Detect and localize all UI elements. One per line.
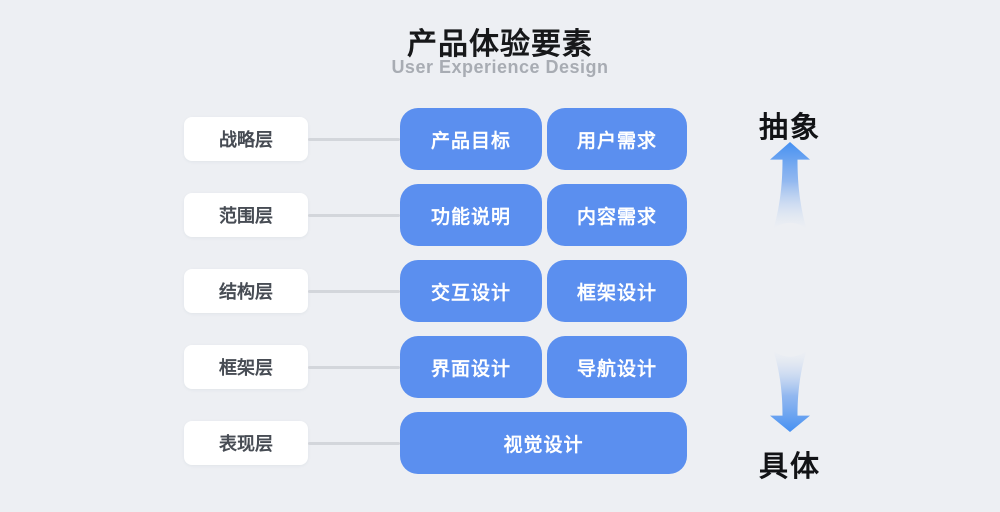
node-interface-design: 界面设计 xyxy=(400,336,542,398)
arrow-up-icon xyxy=(770,142,810,230)
layer-label-surface: 表现层 xyxy=(184,421,308,465)
node-product-goals: 产品目标 xyxy=(400,108,542,170)
node-user-needs: 用户需求 xyxy=(547,108,687,170)
axis-label-concrete: 具体 xyxy=(758,451,821,483)
page-title: 产品体验要素 xyxy=(407,28,593,61)
node-content-requirements: 内容需求 xyxy=(547,184,687,246)
layer-label-skeleton: 框架层 xyxy=(184,345,308,389)
layer-label-scope: 范围层 xyxy=(184,193,308,237)
node-framework-design: 框架设计 xyxy=(547,260,687,322)
connector-line xyxy=(308,214,400,217)
axis-label-abstract: 抽象 xyxy=(758,112,821,144)
connector-line xyxy=(308,138,400,141)
arrow-down-icon xyxy=(770,350,810,432)
layer-label-structure: 结构层 xyxy=(184,269,308,313)
layer-label-strategy: 战略层 xyxy=(184,117,308,161)
node-navigation-design: 导航设计 xyxy=(547,336,687,398)
connector-line xyxy=(308,366,400,369)
node-functional-specs: 功能说明 xyxy=(400,184,542,246)
node-interaction-design: 交互设计 xyxy=(400,260,542,322)
page-subtitle: User Experience Design xyxy=(391,57,609,77)
node-visual-design: 视觉设计 xyxy=(400,412,687,474)
connector-line xyxy=(308,290,400,293)
connector-line xyxy=(308,442,400,445)
